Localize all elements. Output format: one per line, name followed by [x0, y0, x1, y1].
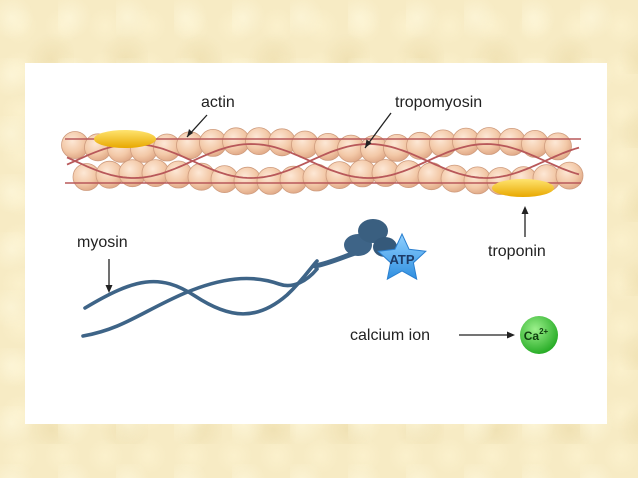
calcium-symbol-label: Ca2+ — [524, 327, 549, 343]
calcium-arrow — [459, 331, 515, 339]
actin-bead — [555, 161, 584, 190]
calcium-charge: 2+ — [539, 327, 548, 336]
myosin-label: myosin — [77, 234, 128, 251]
calcium-ion-label: calcium ion — [350, 327, 430, 344]
muscle-filament-diagram: ATP Ca2+ actin tropomyosin myosin tropon… — [61, 94, 584, 354]
myosin-neck — [312, 250, 358, 269]
actin-arrow — [186, 114, 208, 138]
myosin-arrow — [105, 259, 113, 293]
diagram-panel: ATP Ca2+ actin tropomyosin myosin tropon… — [25, 63, 607, 424]
tropomyosin-label: tropomyosin — [395, 94, 482, 111]
myosin-tail-strand-a — [83, 259, 319, 316]
atp-star-icon — [377, 232, 427, 281]
actin-label: actin — [201, 94, 235, 111]
troponin-arrow — [521, 206, 529, 237]
calcium-ion-icon — [520, 316, 558, 354]
atp-label: ATP — [389, 252, 414, 267]
troponin-complex-right — [492, 179, 554, 197]
troponin-complex-left — [94, 130, 156, 148]
troponin-label: troponin — [488, 243, 546, 260]
calcium-symbol: Ca — [524, 329, 540, 343]
tropomyosin-strand — [66, 143, 580, 179]
tropomyosin-strand — [66, 143, 580, 179]
myosin-tail-strand-b — [81, 267, 319, 338]
tropomyosin-arrow — [364, 112, 392, 149]
